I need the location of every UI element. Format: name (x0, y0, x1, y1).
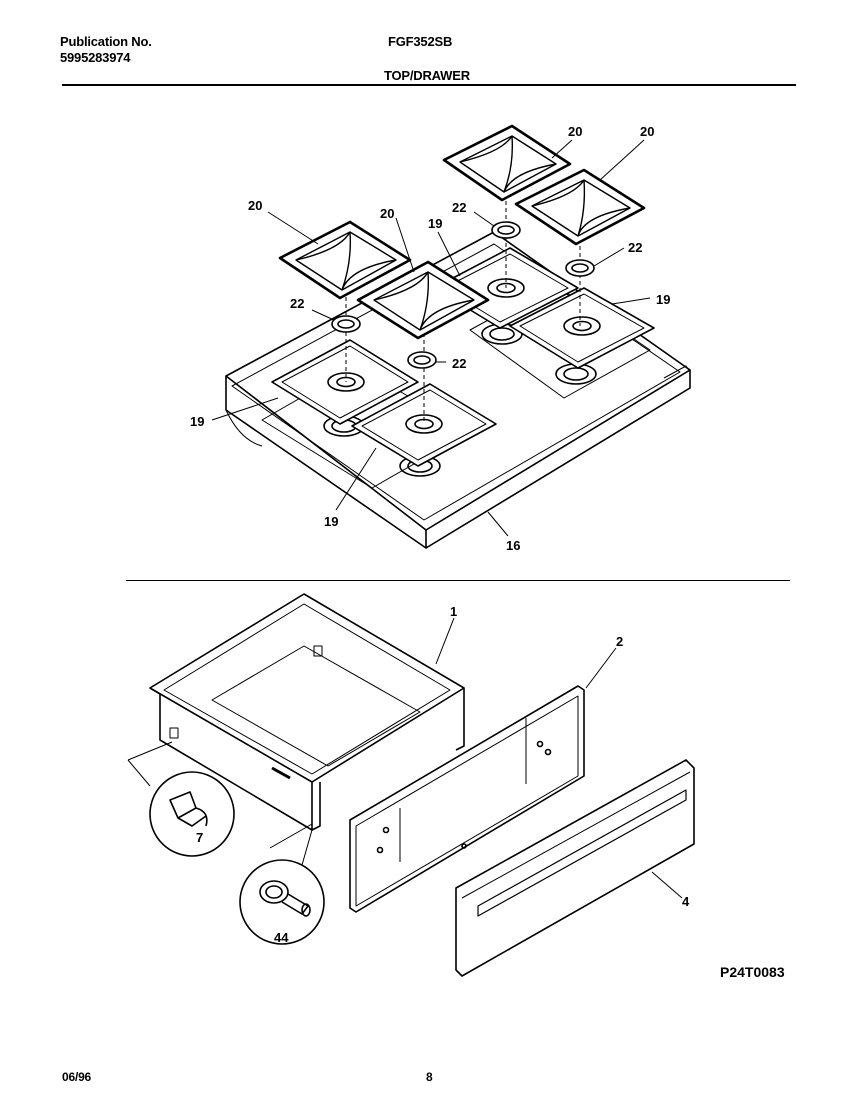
section-title: TOP/DRAWER (384, 68, 470, 83)
grate-left-front (356, 260, 490, 340)
callout-22-c: 22 (290, 296, 305, 311)
burner-cap-4 (565, 259, 595, 277)
burner-cap-1 (331, 315, 361, 333)
footer-page-number: 8 (426, 1070, 433, 1084)
callout-19-d: 19 (324, 514, 339, 529)
footer-date: 06/96 (62, 1070, 92, 1084)
screw-detail-circle (239, 859, 325, 945)
drawing-code: P24T0083 (720, 964, 785, 980)
callout-7: 7 (196, 830, 204, 845)
burner-plate-left-rear (351, 383, 497, 467)
callout-1: 1 (450, 604, 458, 619)
callout-19-c: 19 (190, 414, 205, 429)
callout-20-b: 20 (380, 206, 395, 221)
callout-19-b: 19 (656, 292, 671, 307)
grate-right-front (514, 168, 646, 246)
publication-label: Publication No. (60, 34, 152, 49)
glide-detail-circle (149, 771, 235, 857)
callout-44: 44 (274, 930, 289, 945)
callout-22-d: 22 (452, 356, 467, 371)
callout-16: 16 (506, 538, 521, 553)
drawer-front-panel (349, 685, 585, 913)
grate-right-rear (442, 124, 572, 202)
callout-19-a: 19 (428, 216, 443, 231)
callout-22-b: 22 (628, 240, 643, 255)
header-rule (62, 84, 796, 86)
callout-20-d: 20 (640, 124, 655, 139)
callout-22-a: 22 (452, 200, 467, 215)
callout-20-c: 20 (568, 124, 583, 139)
burner-cap-3 (491, 221, 521, 239)
burner-plate-right-rear (509, 287, 655, 369)
callout-4: 4 (682, 894, 690, 909)
burner-cap-2 (407, 351, 437, 369)
publication-number: 5995283974 (60, 50, 131, 65)
callout-2: 2 (616, 634, 624, 649)
grate-left-rear (278, 220, 412, 300)
section-divider (126, 580, 790, 581)
drawer-body (149, 593, 465, 831)
drawer-handle-panel (455, 759, 695, 977)
callout-20-a: 20 (248, 198, 263, 213)
model-number: FGF352SB (388, 34, 453, 49)
